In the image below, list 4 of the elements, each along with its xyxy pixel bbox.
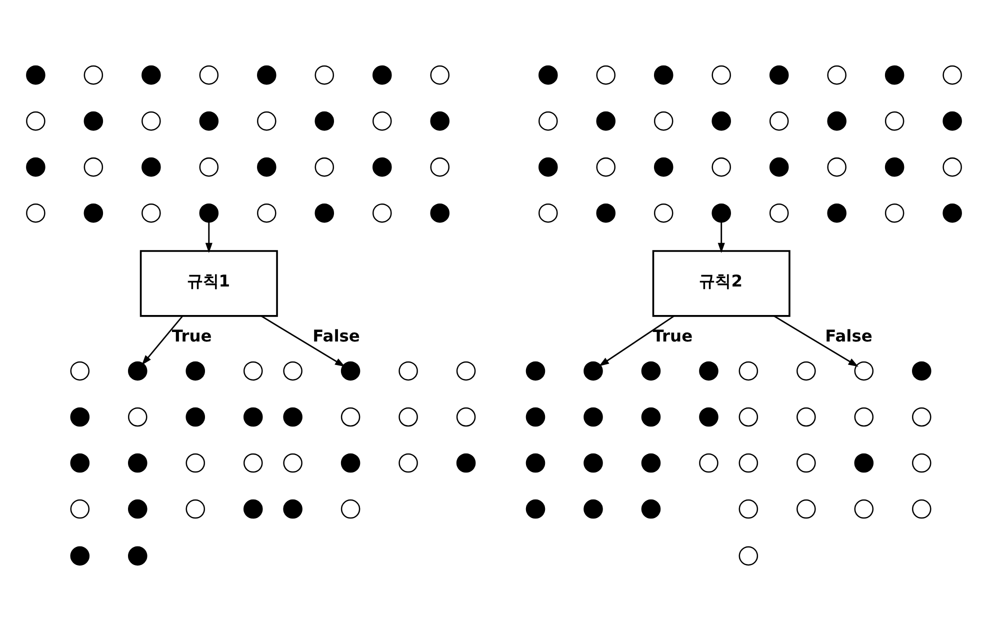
edge-label: False [312, 326, 360, 346]
edge-label: True [652, 326, 693, 346]
edge-label: False [825, 326, 872, 346]
edge-label: True [172, 326, 212, 346]
